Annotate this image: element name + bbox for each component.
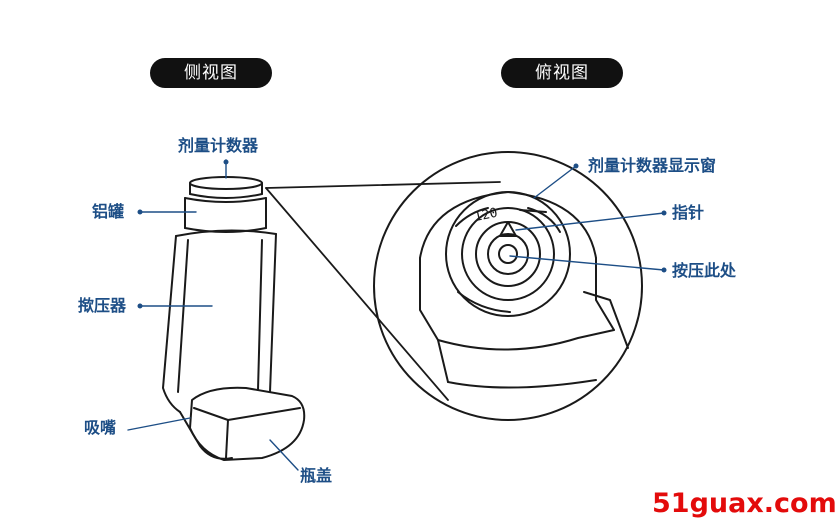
label-actuator: 揿压器: [78, 296, 127, 315]
dose-counter-part: [189, 176, 263, 199]
counter-reading: 120: [473, 206, 499, 226]
label-counter-window: 剂量计数器显示窗: [588, 156, 717, 175]
label-dose-counter: 剂量计数器: [178, 136, 259, 155]
actuator-part: [162, 229, 277, 413]
side-view-title: 侧视图: [150, 58, 272, 88]
label-pointer: 指针: [672, 203, 705, 222]
label-press-here: 按压此处: [672, 261, 737, 280]
label-cap: 瓶盖: [300, 466, 333, 485]
mouthpiece-part: [179, 411, 233, 460]
label-canister: 铝罐: [92, 202, 125, 221]
canister-part: [184, 197, 267, 233]
counter-internals: [419, 191, 629, 389]
watermark-text: 51guax.com: [652, 488, 837, 519]
cap-part: [189, 386, 306, 461]
top-view-title: 俯视图: [501, 58, 623, 88]
label-mouthpiece: 吸嘴: [84, 418, 117, 437]
leader-dots: [137, 159, 667, 309]
leader-lines: [127, 159, 665, 471]
top-view-circle: [373, 151, 643, 421]
zoom-wedge: [265, 181, 501, 401]
